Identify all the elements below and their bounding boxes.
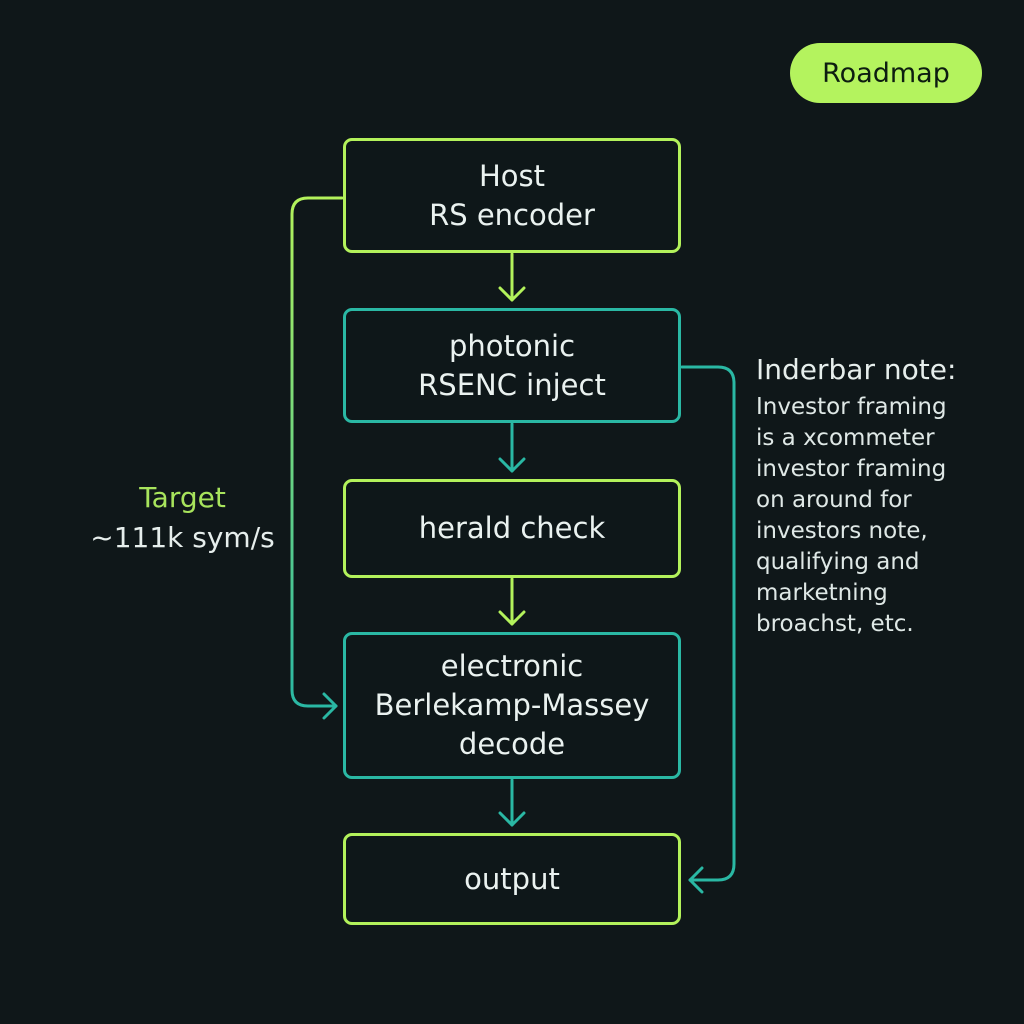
node-label-line: decode xyxy=(458,727,566,761)
side-note-line: investors note, xyxy=(756,518,928,544)
side-note-line: marketning xyxy=(756,580,888,606)
node-herald-check: herald check xyxy=(343,479,681,578)
side-note-line: qualifying and xyxy=(756,549,920,575)
bypass-arrow-left xyxy=(290,196,344,708)
node-label-line: output xyxy=(464,861,560,896)
target-annotation: Target ~111k sym/s xyxy=(70,478,295,558)
node-label-line: electronic xyxy=(440,649,584,683)
arrow-n1-n2 xyxy=(498,252,526,302)
arrow-n4-n5 xyxy=(498,778,526,827)
side-note-line: on around for xyxy=(756,487,912,513)
node-label-line: herald check xyxy=(418,511,606,545)
node-label-line: RS encoder xyxy=(429,197,595,232)
side-note-line: investor framing xyxy=(756,456,947,482)
target-label: Target xyxy=(139,481,226,514)
node-electronic-decode: electronic Berlekamp-Massey decode xyxy=(343,632,681,779)
side-note-heading: Inderbar note: xyxy=(756,353,957,386)
node-label-line: photonic xyxy=(448,328,576,363)
node-label-line: Host xyxy=(478,158,546,193)
node-label-line: RSENC inject xyxy=(418,367,606,402)
arrow-n2-n3 xyxy=(498,422,526,473)
roadmap-badge-label: Roadmap xyxy=(822,57,950,89)
side-note-line: Investor framing xyxy=(756,394,947,420)
bypass-arrow-right-head xyxy=(688,866,704,894)
target-value: ~111k sym/s xyxy=(90,521,275,554)
node-output: output xyxy=(343,833,681,925)
node-label-line: Berlekamp-Massey xyxy=(374,688,650,722)
side-note: Inderbar note: Investor framing is a xco… xyxy=(756,352,1018,640)
arrow-n3-n4 xyxy=(498,577,526,626)
node-host-rs-encoder: Host RS encoder xyxy=(343,138,681,253)
side-note-line: broachst, etc. xyxy=(756,611,914,637)
side-note-line: is a xcommeter xyxy=(756,425,935,451)
bypass-arrow-left-head xyxy=(322,692,338,720)
bypass-arrow-right xyxy=(680,365,736,882)
node-photonic-inject: photonic RSENC inject xyxy=(343,308,681,423)
roadmap-badge: Roadmap xyxy=(790,43,982,103)
